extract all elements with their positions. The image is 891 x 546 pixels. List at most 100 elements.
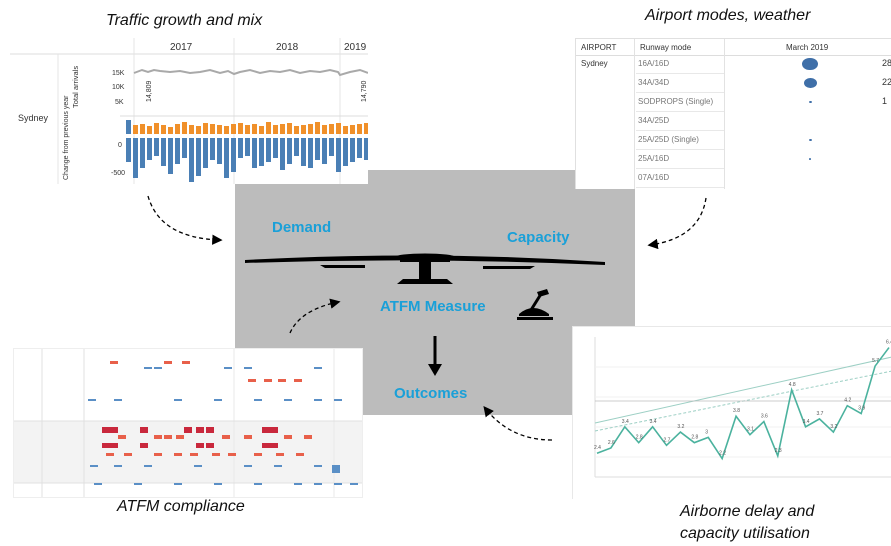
compliance-cell (262, 427, 270, 433)
decrease-bar (161, 138, 166, 166)
compliance-cell (314, 483, 322, 485)
delay-point-label: 3 (705, 429, 708, 435)
decrease-bar (245, 138, 250, 156)
compliance-cell (206, 443, 214, 448)
arrow-traffic-to-demand (147, 195, 223, 245)
delay-point-label: 2.4 (594, 445, 601, 451)
decrease-bar (294, 138, 299, 156)
tick-0: 0 (118, 142, 122, 149)
increase-bar (308, 124, 313, 134)
runway-mode-bubble (808, 100, 812, 104)
tick-5k: 5K (115, 99, 124, 106)
runway-mode-item: 25A/25D (Single) (636, 131, 724, 150)
traffic-chart: 2017 2018 2019 Sydney Total arrivals Cha… (10, 38, 368, 184)
compliance-cell (196, 443, 204, 448)
increase-bar (182, 122, 187, 134)
compliance-cell (184, 427, 192, 433)
compliance-cell (154, 367, 162, 369)
compliance-cell (228, 453, 236, 456)
compliance-cell (94, 483, 102, 485)
decrease-bar (266, 138, 271, 162)
caption-traffic: Traffic growth and mix (106, 12, 263, 29)
compliance-cell (190, 453, 198, 456)
increase-bar (217, 125, 222, 134)
airport-name: Sydney (581, 59, 608, 68)
delay-point-label: 4.8 (789, 382, 796, 388)
compliance-cell (214, 483, 222, 485)
delay-point-label: 3.2 (830, 424, 837, 430)
airport-modes-panel: AIRPORT Runway mode March 2019 Sydney 16… (575, 38, 891, 189)
runway-mode-bubble (803, 77, 817, 89)
runway-mode-item: 25A/16D (636, 150, 724, 169)
axis-total-arrivals: Total arrivals (71, 66, 80, 108)
decrease-bar (238, 138, 243, 158)
compliance-cell (294, 379, 302, 382)
traffic-growth-panel: 2017 2018 2019 Sydney Total arrivals Cha… (10, 38, 368, 184)
compliance-cell (118, 435, 126, 439)
decrease-bar (252, 138, 257, 168)
compliance-cell (276, 453, 284, 456)
decrease-bar (196, 138, 201, 176)
decrease-bar (364, 138, 368, 160)
value-label-a: 14,809 (146, 80, 153, 102)
compliance-cell (176, 435, 184, 439)
compliance-cell (222, 435, 230, 439)
increase-bar (294, 126, 299, 134)
compliance-cell (270, 427, 278, 433)
decrease-bar (203, 138, 208, 168)
decrease-bar (182, 138, 187, 158)
increase-bar (273, 125, 278, 134)
compliance-cell (90, 465, 98, 467)
delay-point-label: 2.3 (775, 448, 782, 454)
increase-bar (336, 123, 341, 134)
increase-bar (154, 123, 159, 134)
compliance-cell (110, 443, 118, 448)
compliance-cell (174, 453, 182, 456)
year-2017: 2017 (170, 42, 193, 53)
increase-bar (343, 126, 348, 134)
compliance-cell (304, 435, 312, 439)
compliance-cell (114, 465, 122, 467)
compliance-heatmap (14, 349, 362, 497)
compliance-cell (254, 453, 262, 456)
increase-bar (161, 125, 166, 134)
compliance-cell (114, 399, 122, 401)
runway-mode-value: 22 (882, 77, 891, 87)
compliance-cell (294, 483, 302, 485)
decrease-bar (287, 138, 292, 164)
compliance-cell (270, 443, 278, 448)
decrease-bar (315, 138, 320, 160)
value-label-b: 14,790 (361, 80, 368, 102)
delay-point-label: 3.9 (858, 406, 865, 412)
atfm-measure-label: ATFM Measure (380, 298, 486, 315)
header-runway-mode: Runway mode (640, 43, 692, 52)
compliance-cell (278, 379, 286, 382)
compliance-cell (140, 427, 148, 433)
runway-mode-item: 16A/16D (636, 55, 724, 74)
demand-label: Demand (272, 219, 332, 236)
compliance-cell (164, 435, 172, 439)
decrease-bar (231, 138, 236, 172)
decrease-bar (217, 138, 222, 164)
year-2018: 2018 (276, 42, 299, 53)
year-2019: 2019 (344, 42, 367, 53)
increase-bar (140, 124, 145, 134)
change-bars (126, 120, 368, 182)
compliance-cell (248, 379, 256, 382)
runway-mode-bubble (802, 57, 818, 71)
compliance-cell (332, 467, 340, 473)
compliance-cell (144, 465, 152, 467)
capacity-label: Capacity (507, 229, 570, 246)
balance-scale-icon (245, 253, 605, 284)
delay-point-label: 2.2 (719, 451, 726, 457)
runway-mode-item: 34A/34D (636, 74, 724, 93)
trend-line-1 (594, 356, 891, 424)
compliance-cell (314, 399, 322, 401)
compliance-cell (196, 427, 204, 433)
delay-point-label: 2.8 (691, 435, 698, 441)
compliance-cell (214, 399, 222, 401)
compliance-cell (262, 443, 270, 448)
delay-point-label: 6.4 (886, 340, 891, 346)
compliance-cell (314, 367, 322, 369)
atfm-compliance-panel (13, 348, 363, 498)
